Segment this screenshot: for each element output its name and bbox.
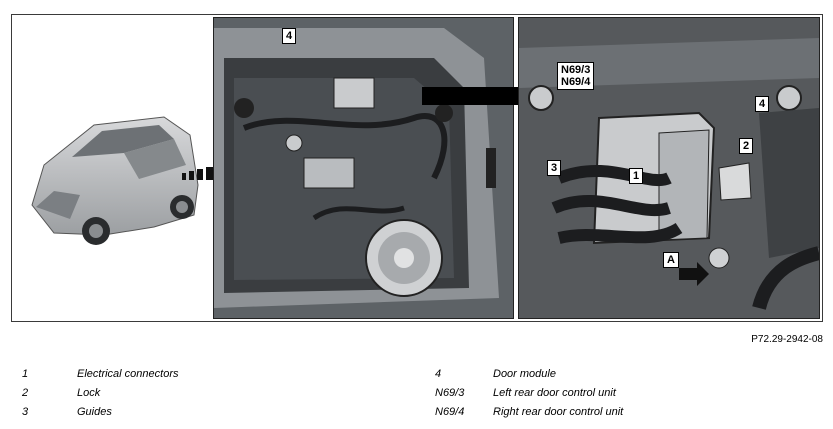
legend-key: N69/3 [435,387,465,399]
legend-left: 1 Electrical connectors 2 Lock 3 Guides [22,368,422,428]
door-illustration [214,18,513,318]
detail-callout-1: 1 [629,168,644,184]
figure-frame: 4 N69/3 N69/4 1 2 3 [11,14,823,322]
legend-key: 4 [435,368,442,380]
legend-label: Lock [77,387,101,399]
legend-label: Left rear door control unit [493,387,616,399]
detail-callout-3: 3 [547,160,562,176]
zoom-connector-bar [422,87,532,105]
legend-key: N69/4 [435,406,465,418]
car-illustration [31,116,213,245]
legend-label: Right rear door control unit [493,406,624,418]
car-overview-panel [14,95,214,265]
legend-label: Electrical connectors [77,368,179,380]
detail-callout-n69-3-n69-4: N69/3 N69/4 [557,62,595,90]
label-n69-4: N69/4 [561,76,591,88]
detail-panel: N69/3 N69/4 1 2 3 4 A [518,17,820,319]
legend-label: Guides [77,406,112,418]
door-inner-panel: 4 [213,17,514,319]
figure-reference: P72.29-2942-08 [751,334,823,345]
label-n69-3: N69/3 [561,64,591,76]
detail-callout-2: 2 [739,138,754,154]
legend-key: 3 [22,406,29,418]
legend-label: Door module [493,368,556,380]
legend-key: 2 [22,387,29,399]
legend-key: 1 [22,368,29,380]
door-callout-4: 4 [282,28,297,44]
legend-right: 4 Door module N69/3 Left rear door contr… [435,368,825,428]
detail-callout-4: 4 [755,96,770,112]
detail-callout-a: A [663,252,679,268]
